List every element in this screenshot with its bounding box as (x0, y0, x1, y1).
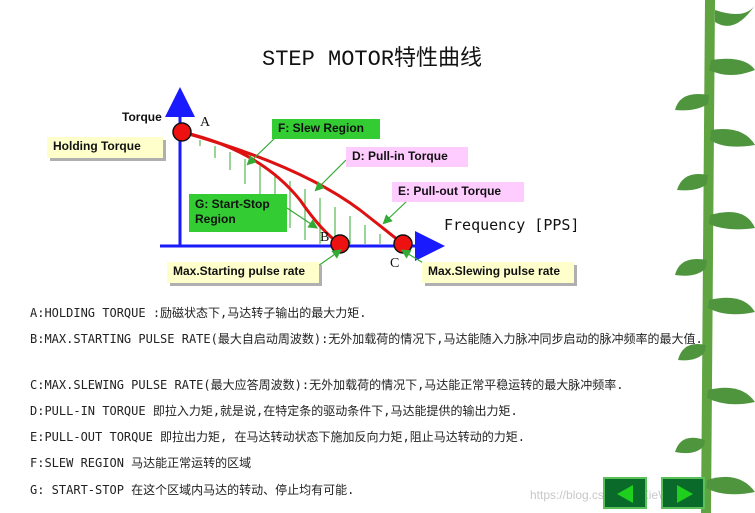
description-a: A:HOLDING TORQUE :励磁状态下,马达转子输出的最大力矩. (30, 306, 367, 320)
page-title: STEP MOTOR特性曲线 (262, 47, 483, 72)
next-slide-button[interactable] (661, 477, 705, 509)
start-stop-pointer (286, 207, 318, 229)
point-b-marker (330, 234, 350, 254)
pull-in-pointer (314, 159, 347, 192)
point-c-marker (393, 234, 413, 254)
description-f: F:SLEW REGION 马达能正常运转的区域 (30, 456, 252, 470)
start-stop-line1: G: Start-Stop (195, 197, 270, 211)
start-stop-line2: Region (195, 212, 236, 226)
holding-torque-box: Holding Torque (47, 137, 163, 158)
slew-pointer (246, 137, 276, 166)
previous-slide-button[interactable] (603, 477, 647, 509)
description-c: C:MAX.SLEWING PULSE RATE(最大应答周波数):无外加载荷的… (30, 378, 624, 392)
right-arrow-icon (677, 485, 693, 503)
max-starting-pointer (317, 249, 342, 267)
pull-out-torque-box: E: Pull-out Torque (392, 182, 524, 202)
left-arrow-icon (617, 485, 633, 503)
max-starting-pulse-box: Max.Starting pulse rate (167, 262, 319, 283)
start-stop-region-box: G: Start-Stop Region (189, 194, 287, 232)
torque-axis-label: Torque (122, 110, 162, 124)
max-slewing-pointer (400, 249, 426, 265)
pull-in-torque-box: D: Pull-in Torque (346, 147, 468, 167)
slew-region-box: F: Slew Region (272, 119, 380, 139)
bamboo-decoration (675, 0, 755, 513)
pull-out-pointer (382, 199, 409, 225)
point-b-label: B (320, 230, 330, 245)
description-g: G: START-STOP 在这个区域内马达的转动、停止均有可能. (30, 483, 355, 497)
max-slewing-pulse-box: Max.Slewing pulse rate (422, 262, 574, 283)
torque-frequency-diagram (160, 87, 445, 267)
description-d: D:PULL-IN TORQUE 即拉入力矩,就是说,在特定条的驱动条件下,马达… (30, 404, 518, 418)
pull-out-curve (181, 130, 404, 246)
point-a-marker (172, 122, 192, 142)
frequency-axis-label: Frequency [PPS] (444, 216, 580, 234)
point-a-label: A (200, 115, 211, 130)
point-c-label: C (390, 256, 400, 271)
description-b: B:MAX.STARTING PULSE RATE(最大自启动周波数):无外加载… (30, 332, 703, 346)
description-e: E:PULL-OUT TORQUE 即拉出力矩, 在马达转动状态下施加反向力矩,… (30, 430, 525, 444)
